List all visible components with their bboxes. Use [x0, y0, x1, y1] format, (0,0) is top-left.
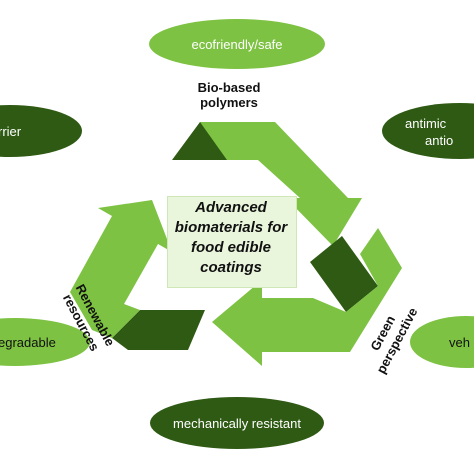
ellipse-biodegradable-text: egradable [0, 335, 56, 350]
label-bio-based: Bio-based [198, 80, 261, 95]
right-arrow-tail [310, 236, 378, 312]
center-line-3: food edible [191, 239, 271, 256]
center-line-2: biomaterials for [174, 219, 288, 236]
center-line-4: coatings [200, 259, 262, 276]
center-box [167, 196, 297, 288]
ellipse-antimicrobial-text-2: antio [425, 133, 453, 148]
ellipse-ecofriendly [149, 19, 325, 69]
center-title: Advanced biomaterials for food edible co… [167, 198, 295, 278]
ellipse-barrier [0, 105, 82, 157]
ellipse-mechanically-resistant-text: mechanically resistant [173, 416, 301, 431]
ellipse-antimicrobial [382, 103, 474, 159]
ellipse-mechanically-resistant [150, 397, 324, 449]
top-arrow-body [200, 122, 362, 246]
ellipse-biodegradable [0, 318, 90, 366]
ellipse-antimicrobial-text-1: antimic [405, 116, 447, 131]
left-arrow-tail [112, 310, 205, 350]
ellipse-vehicle-text: veh [449, 335, 470, 350]
ellipse-vehicle [410, 316, 474, 368]
right-arrow-body [212, 228, 402, 366]
ellipse-barrier-text: rrier [0, 124, 22, 139]
ellipse-ecofriendly-text: ecofriendly/safe [191, 37, 282, 52]
left-arrow-body [70, 200, 172, 338]
label-polymers: polymers [200, 95, 258, 110]
center-line-1: Advanced [195, 199, 267, 216]
